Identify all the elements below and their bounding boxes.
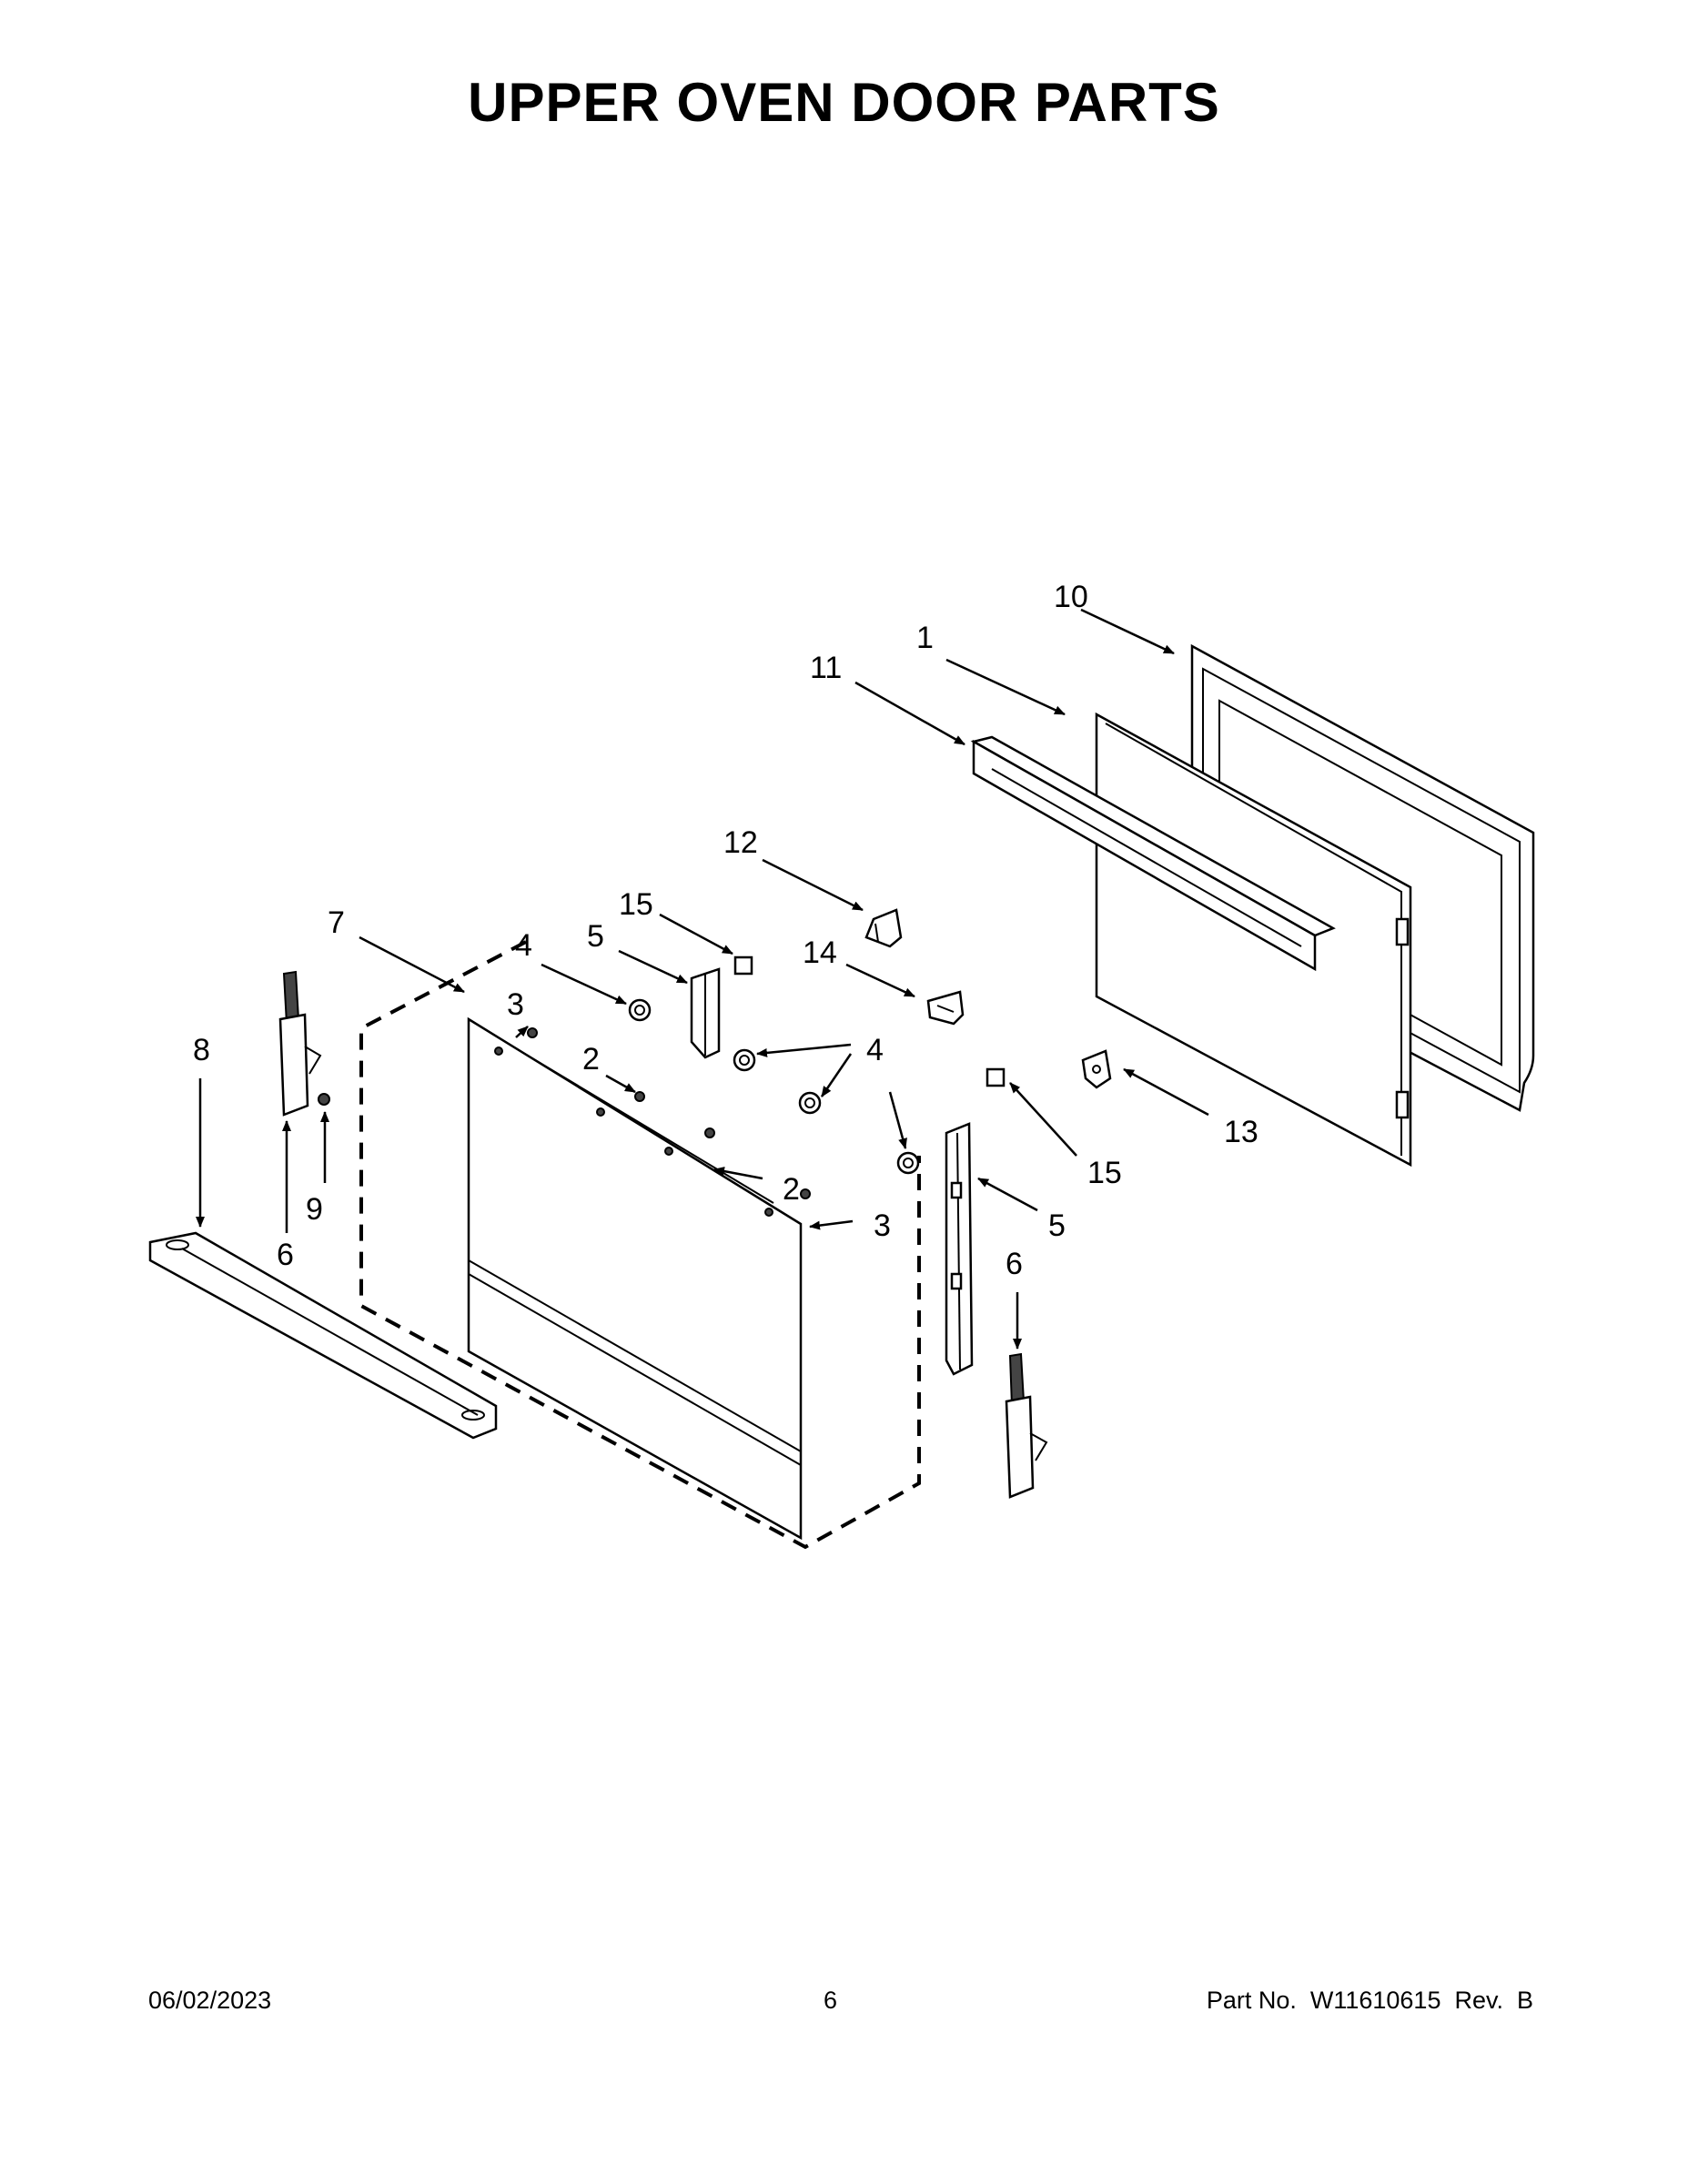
- bracket-part-12: [864, 908, 903, 948]
- top-channel-part-11: [970, 735, 1336, 972]
- callout-15: 15: [1087, 1156, 1122, 1190]
- bottom-trim-part-8: [148, 1231, 498, 1440]
- footer-page-number: 6: [824, 1987, 838, 2014]
- pad-part-15: [733, 956, 753, 976]
- door-assembly-outline-part-7: [359, 940, 921, 1550]
- callout-1: 1: [916, 621, 934, 655]
- callout-2: 2: [783, 1172, 800, 1207]
- callout-13: 13: [1224, 1115, 1258, 1149]
- footer-date: 06/02/2023: [148, 1987, 272, 2014]
- page-title: UPPER OVEN DOOR PARTS: [468, 72, 1220, 133]
- hinge-part-6-left: [278, 970, 330, 1117]
- callout-7: 7: [328, 905, 345, 940]
- callout-5: 5: [1048, 1208, 1066, 1243]
- callout-11: 11: [810, 651, 842, 685]
- pad-part-15: [986, 1067, 1006, 1087]
- nut-part-4: [628, 998, 920, 1175]
- callout-2: 2: [582, 1042, 600, 1077]
- bracket-part-14: [926, 990, 965, 1026]
- callout-8: 8: [193, 1033, 210, 1067]
- inner-panel-part-1: [1095, 712, 1412, 1168]
- callout-10: 9: [306, 1192, 323, 1227]
- callout-numbers: 10 1 11 12 15 7 4 5 14 3 4 2 8 13 15 2 9…: [193, 580, 1258, 1281]
- callout-6: 6: [1006, 1247, 1023, 1281]
- hinge-part-6-right: [1005, 1352, 1048, 1499]
- callout-3: 3: [507, 987, 524, 1022]
- callout-6: 6: [277, 1238, 294, 1272]
- outer-glass-panel: [467, 1016, 803, 1541]
- callout-4: 4: [515, 928, 532, 963]
- callout-15: 15: [619, 887, 653, 922]
- callout-5: 5: [587, 919, 604, 954]
- screw-parts-2-3: [527, 1027, 811, 1199]
- callout-4: 4: [866, 1033, 884, 1067]
- bracket-part-13: [1081, 1049, 1112, 1089]
- leader-lines: [196, 608, 1209, 1350]
- callout-9: 10: [1054, 580, 1088, 614]
- side-channel-part-5-right: [945, 1122, 974, 1376]
- side-channel-part-5-left: [690, 967, 721, 1059]
- callout-3: 3: [874, 1208, 891, 1243]
- callout-14: 14: [803, 935, 837, 970]
- callout-12: 12: [723, 825, 758, 860]
- footer-part-number: Part No. W11610615 Rev. B: [1206, 1987, 1533, 2014]
